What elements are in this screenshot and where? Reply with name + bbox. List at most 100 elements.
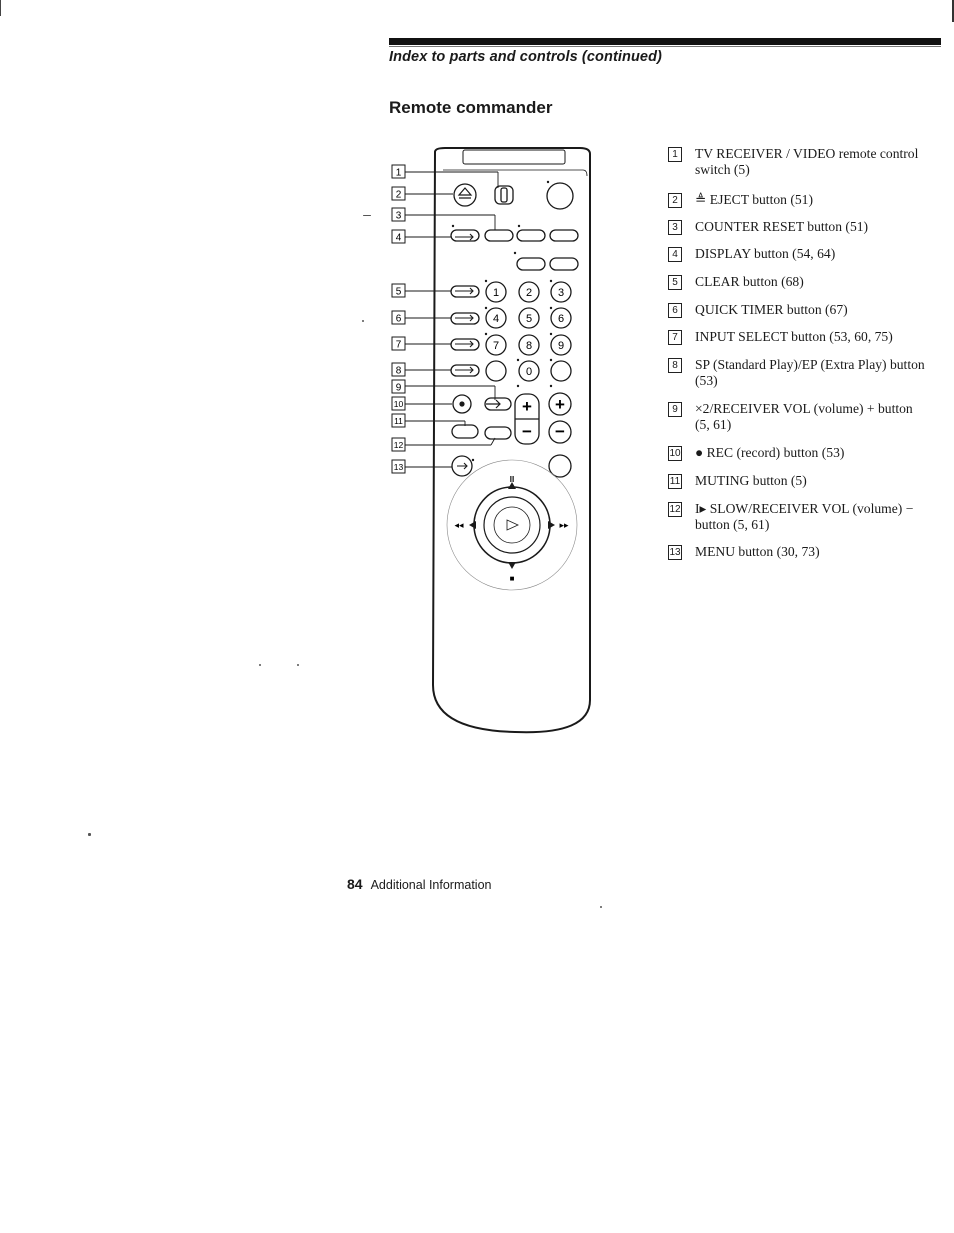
legend-item: 7 INPUT SELECT button (53, 60, 75) [668,329,930,345]
legend-text: ● REC (record) button (53) [695,445,845,460]
legend-item: 13 MENU button (30, 73) [668,544,930,560]
pause-symbol: II [510,475,514,484]
legend-number: 13 [668,545,682,560]
section-title: Remote commander [389,98,553,117]
legend-item: 12 I▸ SLOW/RECEIVER VOL (volume) − butto… [668,501,930,533]
legend-text: QUICK TIMER button (67) [695,302,848,317]
legend-item: 2 ≜ EJECT button (51) [668,192,930,208]
legend-number: 4 [668,247,682,262]
legend-number: 6 [668,303,682,318]
number-key-label: 9 [558,340,564,352]
legend-text: MUTING button (5) [695,473,807,488]
page-number: 84 [347,876,363,892]
legend-text: DISPLAY button (54, 64) [695,246,836,261]
legend-item: 1 TV RECEIVER / VIDEO remote control swi… [668,146,930,178]
number-key [518,307,540,329]
legend-number: 12 [668,502,682,517]
remote-commander-illustration: 1 2 3 4 5 6 7 8 9 10 11 12 13 1 2 3 4 5 … [391,147,591,734]
number-key [518,334,540,356]
number-key-label: 4 [493,313,499,325]
quick-timer-button [450,312,480,325]
callout-label: 6 [396,314,402,325]
legend-number: 7 [668,330,682,345]
legend-item: 11 MUTING button (5) [668,473,930,489]
legend-item: 9 ×2/RECEIVER VOL (volume) + button (5, … [668,401,930,433]
menu-button [451,455,473,477]
sp-ep-button [450,364,480,377]
minus-label: − [522,422,532,441]
clear-button [450,285,480,298]
number-key-label: 2 [526,287,532,299]
callout-label: 9 [396,383,402,394]
page-footer: 84 Additional Information [347,876,491,892]
plus-label: + [555,395,565,414]
callout-label: 7 [396,340,402,351]
rewind-symbol: ◂◂ [454,520,464,530]
callout-label: 1 [396,168,402,179]
running-head: Index to parts and controls (continued) [389,49,662,65]
legend-number: 5 [668,275,682,290]
tv-video-switch [494,185,514,205]
legend-number: 1 [668,147,682,162]
scan-speck [88,833,91,836]
plus-button [548,392,572,416]
legend-number: 10 [668,446,682,461]
input-select-button [450,338,480,351]
number-key-label: 7 [493,340,499,352]
legend-number: 3 [668,220,682,235]
legend-number: 8 [668,358,682,373]
jog-ring [473,486,551,564]
legend-text: TV RECEIVER / VIDEO remote control switc… [695,146,919,177]
callout-label: 12 [394,440,404,450]
muting-button [451,424,479,439]
callout-label: 4 [396,233,402,244]
legend-text: I▸ SLOW/RECEIVER VOL (volume) − button (… [695,501,914,532]
legend-text: COUNTER RESET button (51) [695,219,869,234]
legend-text: CLEAR button (68) [695,274,804,289]
number-key [550,281,572,303]
legend-number: 11 [668,474,682,489]
rec-button [452,394,472,414]
slow-button [484,397,512,411]
power-button [546,182,574,210]
legend-text: INPUT SELECT button (53, 60, 75) [695,329,893,344]
number-key [518,360,540,382]
callout-label: 11 [394,416,403,426]
number-key [485,334,507,356]
jog-ring-outer [446,459,578,591]
legend-item: 4 DISPLAY button (54, 64) [668,246,930,262]
minus-button [548,420,572,444]
number-key [550,307,572,329]
top-window [462,149,566,165]
callout-label: 13 [394,462,404,472]
minus-label: − [555,422,565,441]
jog-center [483,496,541,554]
eject-button [453,183,477,207]
legend-item: 6 QUICK TIMER button (67) [668,302,930,318]
scan-edge-mark-left [0,0,1,16]
header-rule [389,38,941,45]
legend-item: 10 ● REC (record) button (53) [668,445,930,461]
scan-speck [600,906,602,908]
callout-label: 5 [396,287,402,298]
number-key-label: 5 [526,313,532,325]
footer-section: Additional Information [370,878,492,892]
legend-text: ≜ EJECT button (51) [695,192,813,207]
legend-number: 9 [668,402,682,417]
ff-symbol: ▸▸ [559,520,569,530]
legend-item: 8 SP (Standard Play)/EP (Extra Play) but… [668,357,930,389]
number-key-label: 6 [558,313,564,325]
legend-item: 5 CLEAR button (68) [668,274,930,290]
number-key-label: 1 [493,287,499,299]
scan-speck [362,320,364,322]
callout-label: 3 [396,211,402,222]
scan-edge-mark-right [952,0,954,22]
stop-symbol: ■ [510,574,515,583]
number-key-label: 8 [526,340,532,352]
number-key [518,281,540,303]
number-key [485,281,507,303]
legend-number: 2 [668,193,682,208]
scan-speck [259,664,261,666]
legend-item: 3 COUNTER RESET button (51) [668,219,930,235]
scan-speck [363,215,371,216]
